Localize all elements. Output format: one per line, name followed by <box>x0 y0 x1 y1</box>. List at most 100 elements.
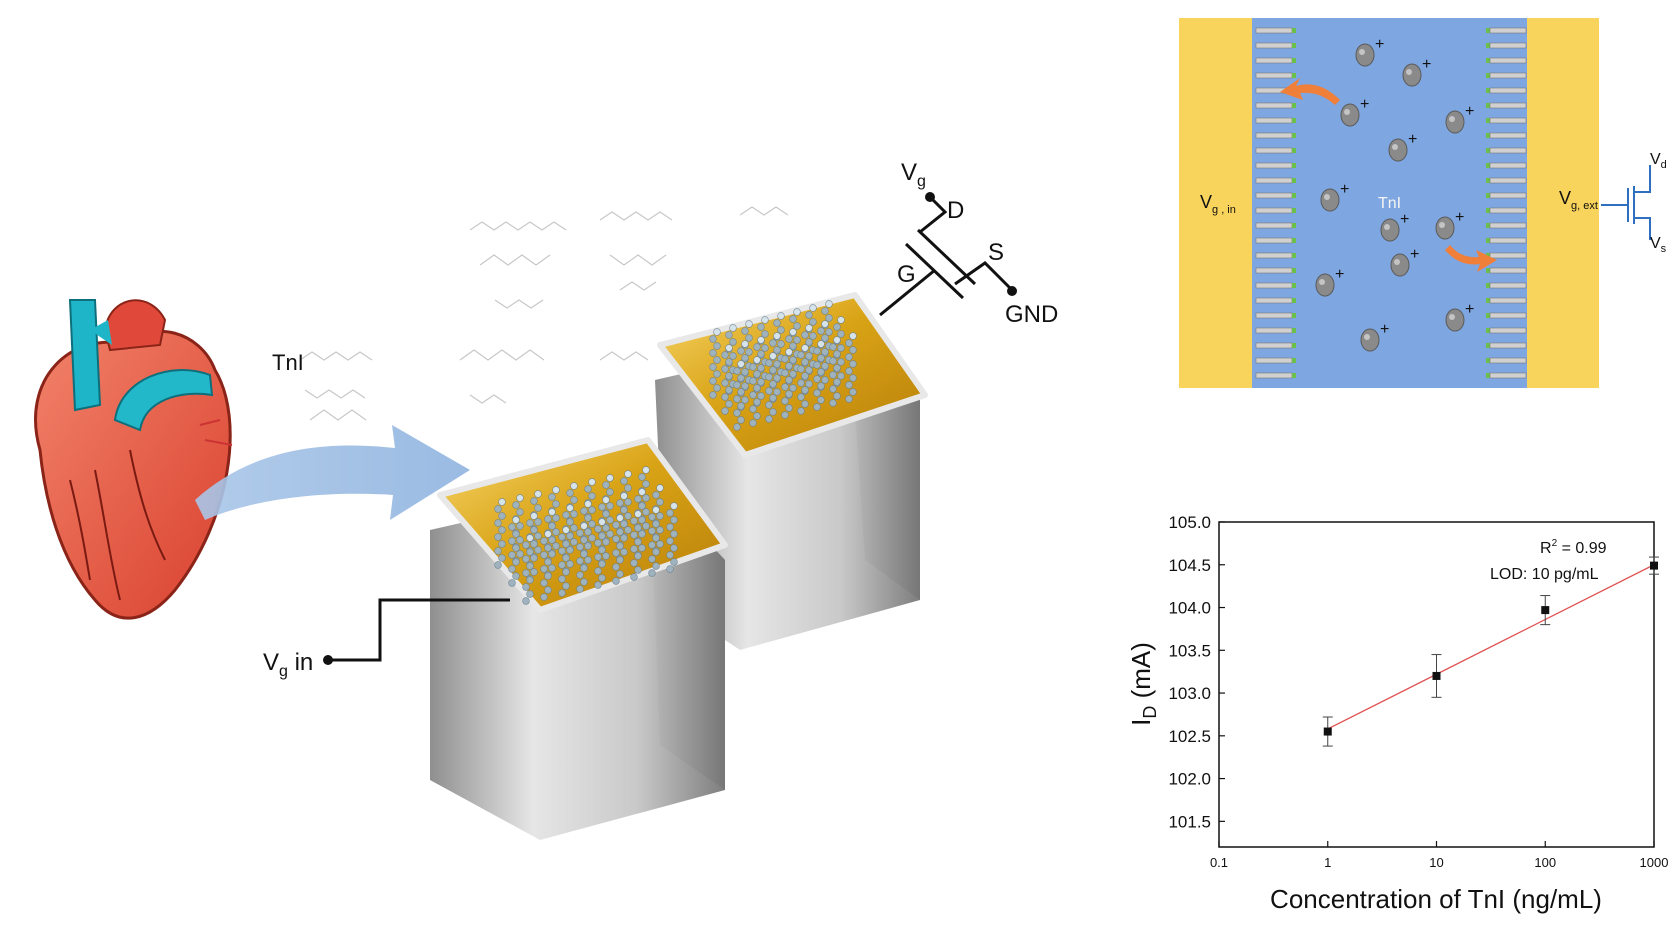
gate-ext-electrode <box>1527 18 1599 388</box>
y-tick-label: 102.5 <box>1168 727 1211 746</box>
sam-molecule <box>1255 192 1296 199</box>
sam-molecule <box>1255 57 1296 64</box>
heart-illustration <box>34 299 233 620</box>
tni-label: TnI <box>272 350 304 375</box>
orange-arrow-left <box>1280 78 1340 105</box>
y-tick-label: 104.0 <box>1168 599 1211 618</box>
x-tick-label: 1 <box>1324 855 1331 870</box>
sam-molecule <box>1486 132 1527 139</box>
probe-strand <box>494 498 506 569</box>
sam-molecule <box>1255 372 1296 379</box>
sam-molecule <box>1255 147 1296 154</box>
probe-strand <box>666 502 678 573</box>
tni-protein: + <box>1445 301 1474 332</box>
sam-molecule <box>1255 162 1296 169</box>
vg-ext-label: Vg, ext <box>1559 188 1598 212</box>
orange-arrow-right <box>1445 245 1497 272</box>
lod-annotation: LOD: 10 pg/mL <box>1490 566 1599 583</box>
data-point <box>1432 671 1441 680</box>
probe-strand <box>781 348 793 419</box>
gnd-label: GND <box>1005 301 1058 328</box>
y-tick-label: 105.0 <box>1168 513 1211 532</box>
tni-protein: + <box>1340 96 1369 127</box>
charge-label: + <box>1340 181 1349 198</box>
probe-strand <box>508 516 520 587</box>
sam-molecule <box>1486 117 1527 124</box>
vg-node <box>925 192 935 202</box>
sam-molecule <box>1486 222 1527 229</box>
probe-strand <box>829 336 841 407</box>
tni-protein: + <box>1360 321 1389 352</box>
sam-molecule <box>1486 312 1527 319</box>
sam-molecule <box>1255 312 1296 319</box>
sam-molecule <box>1255 237 1296 244</box>
probe-strand <box>709 328 721 399</box>
sam-molecule <box>1486 327 1527 334</box>
sam-molecule <box>1486 42 1527 49</box>
probe-strand <box>522 534 534 605</box>
sam-molecule <box>1486 87 1527 94</box>
sam-molecule <box>1255 132 1296 139</box>
sam-molecule <box>1486 177 1527 184</box>
sam-molecule <box>1255 27 1296 34</box>
x-tick-label: 10 <box>1429 855 1443 870</box>
sam-molecule <box>1255 282 1296 289</box>
transistor-vg-label: Vg <box>901 159 926 190</box>
flow-arrow <box>195 425 470 520</box>
sam-molecule <box>1255 297 1296 304</box>
sam-molecule <box>1486 207 1527 214</box>
probe-strand <box>797 344 809 415</box>
sam-molecule <box>1486 297 1527 304</box>
probe-strand <box>576 522 588 593</box>
charge-label: + <box>1422 56 1431 73</box>
sam-molecule <box>1255 327 1296 334</box>
sam-layer-left <box>1255 27 1296 379</box>
y-tick-label: 101.5 <box>1168 812 1211 831</box>
x-axis-ticks: 0.1 1 10 100 1000 <box>1210 841 1669 870</box>
tni-protein: + <box>1445 103 1474 134</box>
channel-diagram: ++++++++++++ Vg , in TnI Vg, ext Vd Vs <box>1179 18 1667 388</box>
probe-strands <box>494 300 857 605</box>
y-tick-label: 103.5 <box>1168 641 1211 660</box>
sam-molecule <box>1255 342 1296 349</box>
y-axis-title: ID (mA) <box>1126 642 1160 726</box>
source-label: S <box>988 239 1004 266</box>
gate-in-label: Vg in <box>263 649 313 680</box>
charge-label: + <box>1400 211 1409 228</box>
charge-label: + <box>1335 266 1344 283</box>
charge-label: + <box>1375 36 1384 53</box>
charge-label: + <box>1465 301 1474 318</box>
charge-label: + <box>1380 321 1389 338</box>
data-point <box>1650 561 1658 570</box>
gate-in-circuit <box>323 598 510 665</box>
probe-strand <box>845 332 857 403</box>
sam-molecule <box>1486 57 1527 64</box>
sam-molecule <box>1486 72 1527 79</box>
sam-molecule <box>1255 207 1296 214</box>
data-point <box>1541 606 1550 615</box>
sam-molecule <box>1255 252 1296 259</box>
y-tick-label: 104.5 <box>1168 556 1211 575</box>
sam-molecule <box>1486 102 1527 109</box>
sam-molecule <box>1486 342 1527 349</box>
tni-protein: + <box>1402 56 1431 87</box>
probe-strand <box>540 530 552 601</box>
probe-strand <box>765 352 777 423</box>
calibration-chart: 101.5102.0102.5103.0103.5104.0104.5105.0… <box>1126 513 1668 914</box>
charge-label: + <box>1360 96 1369 113</box>
x-tick-label: 0.1 <box>1210 855 1228 870</box>
x-tick-label: 100 <box>1534 855 1556 870</box>
tni-protein: + <box>1315 266 1344 297</box>
probe-strand <box>721 344 733 415</box>
probe-strand <box>558 526 570 597</box>
drain-label: D <box>947 197 964 224</box>
x-tick-label: 1000 <box>1640 855 1669 870</box>
tni-protein: + <box>1355 36 1384 67</box>
probe-strand <box>594 518 606 589</box>
tni-protein: + <box>1390 246 1419 277</box>
charge-label: + <box>1465 103 1474 120</box>
transistor-symbol <box>879 196 1014 317</box>
data-points <box>1322 556 1659 747</box>
ext-transistor-symbol <box>1601 165 1651 240</box>
